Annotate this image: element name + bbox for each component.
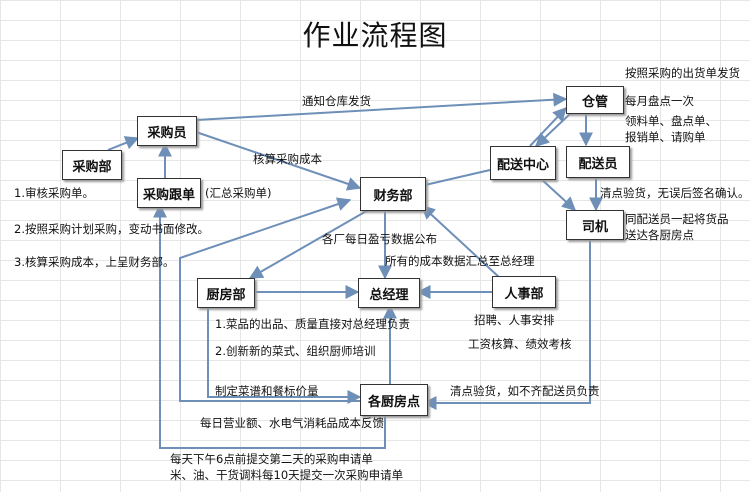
node-kitchen-points: 各厨房点 [360, 384, 428, 416]
node-driver: 司机 [566, 210, 624, 240]
node-purchase-followup: 采购跟单 [137, 178, 201, 208]
label-payroll: 工资核算、绩效考核 [468, 337, 572, 351]
label-kitchen-duty-1: 1.菜品的出品、质量直接对总经理负责 [215, 317, 410, 331]
node-purchasing-dept: 采购部 [62, 150, 122, 180]
label-check-sign: 清点验货，无误后签名确认。 [600, 186, 750, 200]
label-cost-summary: 所有的成本数据汇总至总经理 [385, 254, 535, 268]
node-hr-dept: 人事部 [492, 276, 556, 308]
label-check-deliverer-responsible: 清点验货，如不齐配送员负责 [450, 384, 600, 398]
label-summary-orders: (汇总采购单) [205, 186, 272, 200]
arrow-hr-to-finance [420, 205, 501, 279]
arrow-center-to-driver [539, 177, 577, 211]
node-kitchen-dept: 厨房部 [197, 278, 255, 308]
arrow-points-to-finance [179, 197, 362, 402]
label-notify-warehouse: 通知仓库发货 [302, 94, 371, 108]
label-with-deliverer: 同配送员一起将货品 [625, 212, 729, 226]
node-finance: 财务部 [360, 177, 426, 211]
arrow-center-to-warehouse [529, 106, 567, 147]
node-warehouse: 仓管 [566, 86, 624, 114]
label-recruitment: 招聘、人事安排 [474, 313, 555, 327]
label-ship-by-order: 按照采购的出货单发货 [625, 66, 740, 80]
arrow-kitchen-to-points [207, 306, 362, 404]
arrow-points-to-followup [153, 203, 386, 449]
label-duty-1: 1.审核采购单。 [14, 186, 94, 200]
label-daily-application: 每天下午6点前提交第二天的采购申请单 [170, 452, 373, 466]
node-deliverer: 配送员 [566, 146, 630, 178]
arrow-driver-to-points [422, 238, 591, 410]
label-requisition-forms: 领料单、盘点单、 [625, 114, 717, 128]
label-monthly-stocktake: 每月盘点一次 [625, 94, 694, 108]
label-kitchen-duty-2: 2.创新新的菜式、组织厨师培训 [215, 344, 376, 358]
node-purchaser: 采购员 [137, 116, 197, 146]
label-calc-purchase-cost: 核算采购成本 [253, 152, 322, 166]
node-general-manager: 总经理 [358, 278, 420, 308]
label-daily-revenue-feedback: 每日营业额、水电气消耗品成本反馈 [200, 416, 384, 430]
label-menu-pricing: 制定菜谱和餐标价量 [215, 384, 319, 398]
label-deliver-points: 送达各厨房点 [625, 228, 694, 242]
node-distribution-center: 配送中心 [490, 146, 556, 180]
arrow-warehouse-to-center [534, 111, 573, 147]
arrow-purchaser-to-warehouse [195, 92, 568, 121]
label-ten-day-application: 米、油、干货调料每10天提交一次采购申请单 [170, 468, 404, 482]
label-daily-profit: 各厂每日盈亏数据公布 [322, 232, 437, 246]
arrow-purchasing-to-purchaser [107, 136, 140, 151]
arrow-purchaser-to-finance [195, 131, 362, 191]
label-duty-2: 2.按照采购计划采购，变动书面修改。 [14, 222, 209, 236]
diagram-title: 作业流程图 [302, 19, 448, 52]
label-duty-3: 3.核算采购成本，上呈财务部。 [14, 255, 175, 269]
label-reimbursement-forms: 报销单、请购单 [625, 130, 706, 144]
arrow-finance-to-kitchen [248, 208, 371, 279]
